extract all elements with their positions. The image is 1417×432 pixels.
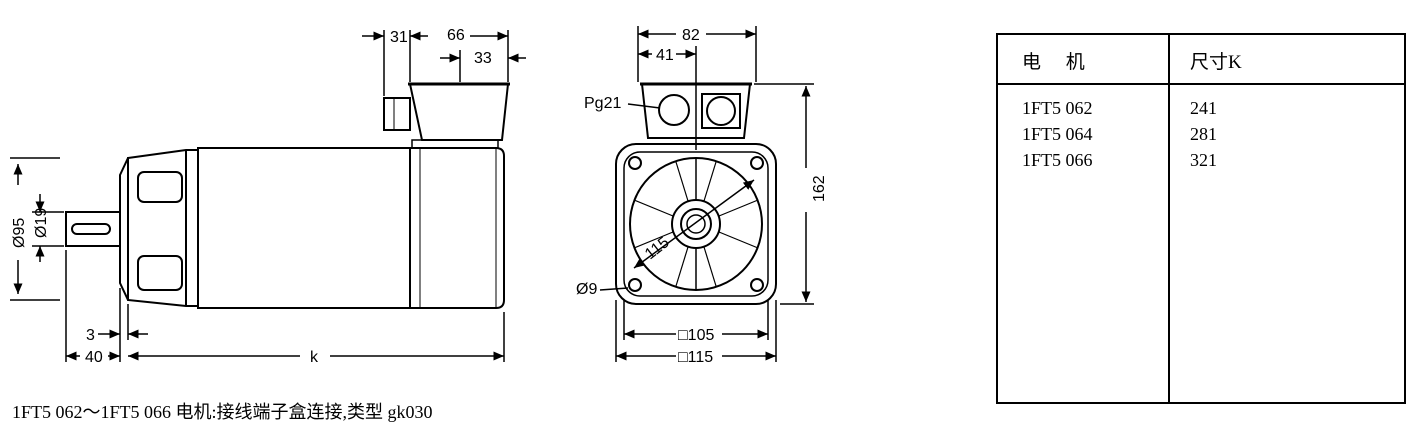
table-cell-motor: 1FT5 064 — [1022, 124, 1093, 144]
hub-circle — [671, 199, 721, 249]
figure-caption: 1FT5 062～1FT5 066 电机:接线端子盒连接,类型 gk030 — [12, 402, 433, 422]
side-view-dimensions — [10, 30, 526, 362]
mount-hole — [628, 156, 642, 170]
table-motor-column: 1FT5 062 1FT5 064 1FT5 066 — [1022, 95, 1093, 173]
dim-diameter-19: Ø19 — [33, 208, 50, 238]
shaft-keyway — [71, 223, 111, 235]
table-header-divider — [998, 83, 1404, 85]
dim-square-115: □115 — [678, 349, 713, 366]
table-header-motor: 电 机 — [1022, 52, 1095, 73]
table-cell-k: 241 — [1190, 98, 1217, 118]
table-header-size: 尺寸K — [1190, 52, 1242, 73]
side-view — [65, 82, 510, 309]
motor-body — [197, 147, 505, 309]
cable-gland — [383, 97, 411, 131]
table-cell-motor: 1FT5 062 — [1022, 98, 1093, 118]
dim-3: 3 — [86, 327, 95, 344]
label-pg21: Pg21 — [584, 95, 621, 112]
terminal-box-base — [411, 139, 499, 149]
table-column-divider — [1168, 35, 1170, 402]
dim-hole-9: Ø9 — [576, 281, 597, 298]
dim-82: 82 — [682, 27, 700, 44]
table-cell-k: 321 — [1190, 150, 1217, 170]
dim-33: 33 — [474, 50, 492, 67]
table-k-column: 241 281 321 — [1190, 95, 1217, 173]
dimension-table: 电 机 尺寸K 1FT5 062 1FT5 064 1FT5 066 241 2… — [996, 33, 1406, 404]
terminal-box — [408, 83, 510, 141]
mount-hole — [750, 278, 764, 292]
dim-40: 40 — [85, 349, 103, 366]
table-cell-k: 281 — [1190, 124, 1217, 144]
dim-66: 66 — [447, 27, 465, 44]
flange — [119, 157, 129, 301]
dim-162: 162 — [811, 175, 828, 202]
dim-41: 41 — [656, 47, 674, 64]
shaft — [65, 211, 121, 247]
cap-window-bottom — [137, 255, 183, 291]
dim-31: 31 — [390, 29, 408, 46]
cable-entry-pg21 — [658, 94, 690, 126]
front-view-dimensions — [599, 26, 814, 362]
table-cell-motor: 1FT5 066 — [1022, 150, 1093, 170]
mount-hole — [628, 278, 642, 292]
shaft-end — [680, 208, 712, 240]
cable-entry-blanked — [701, 93, 741, 129]
cap-window-top — [137, 171, 183, 203]
dim-square-105: □105 — [678, 327, 714, 344]
mount-hole — [750, 156, 764, 170]
dim-diameter-95: Ø95 — [11, 218, 28, 248]
dim-k: k — [310, 349, 319, 366]
